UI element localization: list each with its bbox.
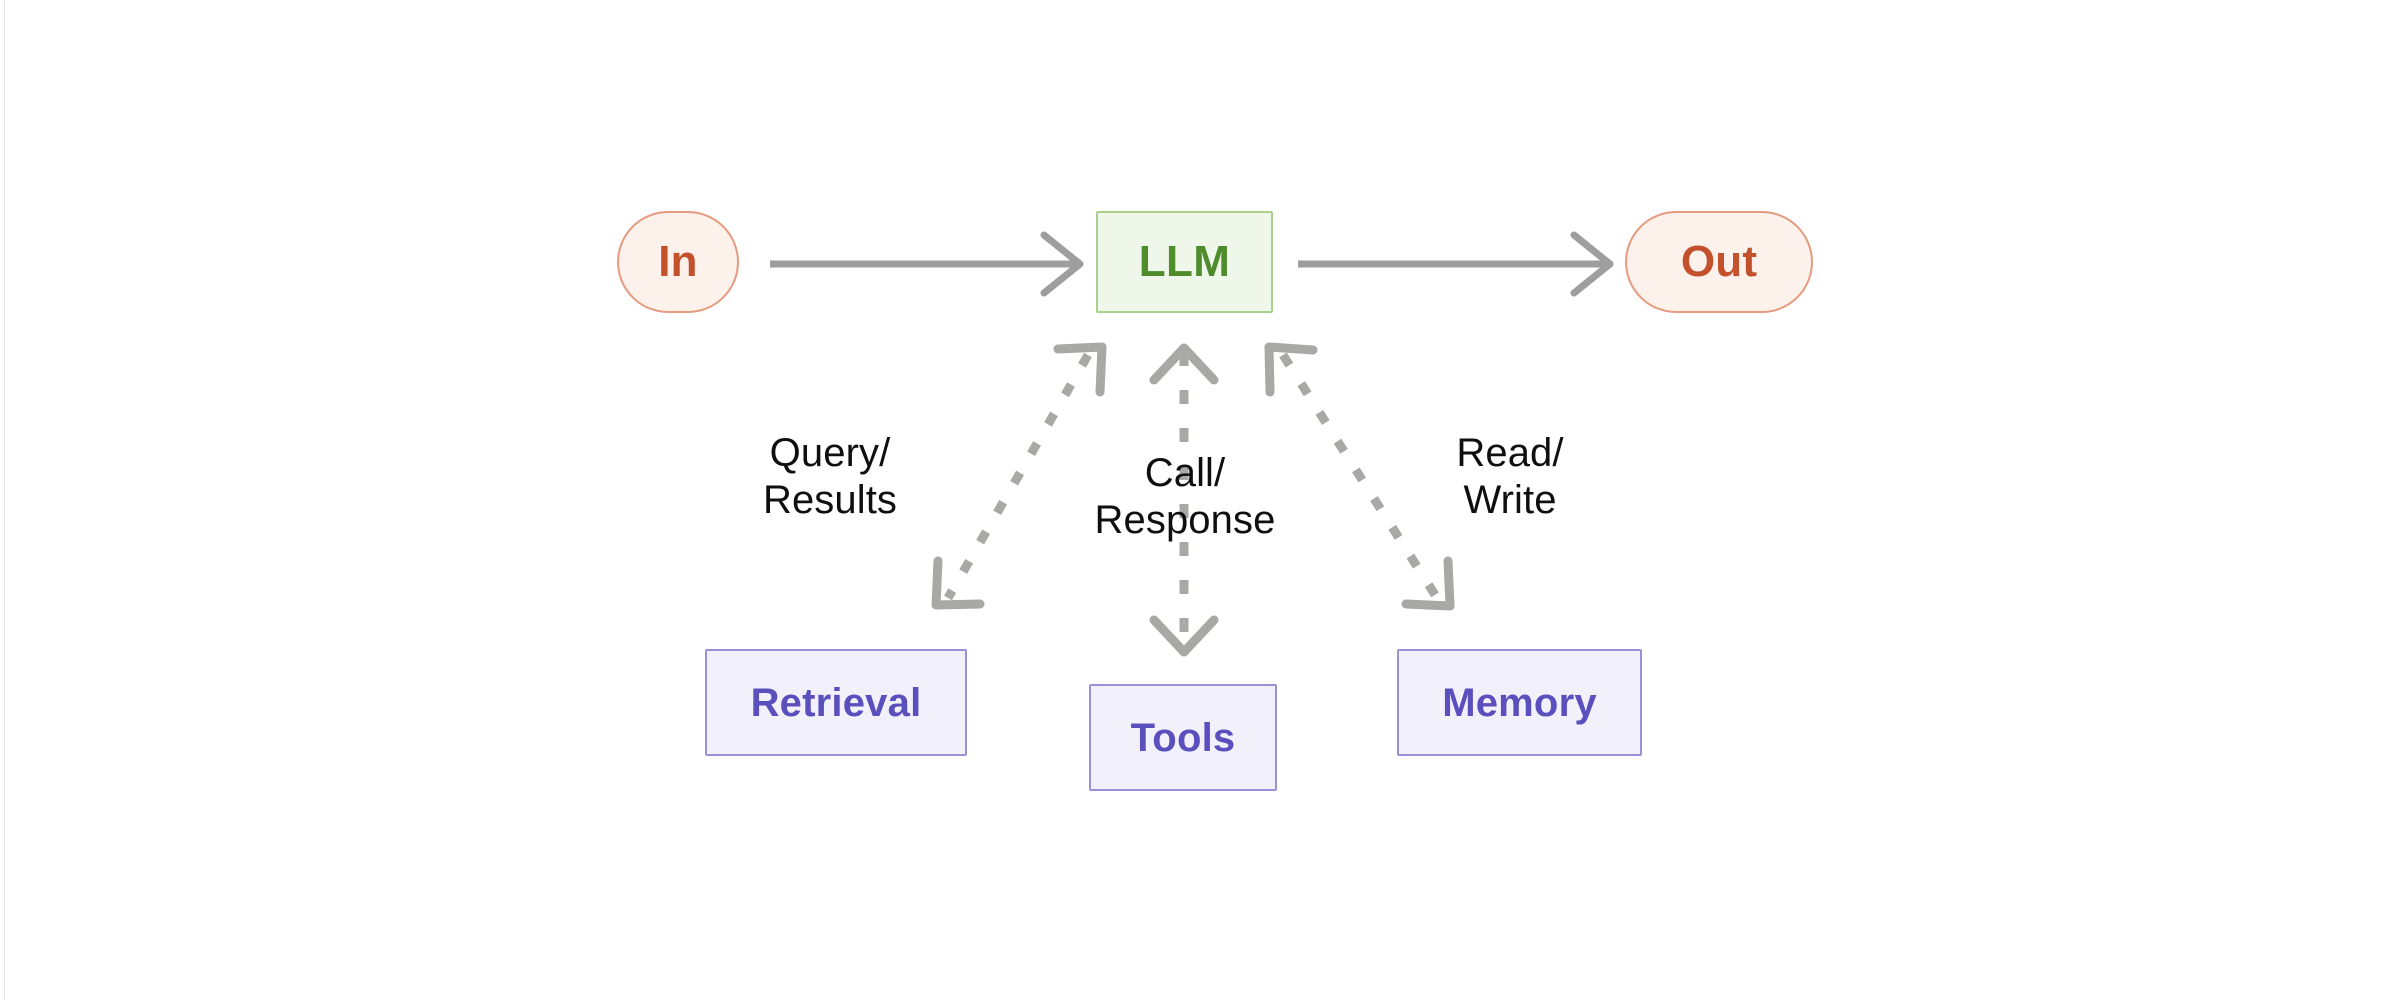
edge-llm-to-tools: [1149, 343, 1219, 657]
edge-llm-to-retrieval-arrowhead-top: [1053, 342, 1107, 397]
edge-llm-to-memory-line: [1279, 352, 1441, 601]
left-edge-rule: [4, 0, 5, 1000]
edge-llm-to-retrieval: [931, 342, 1107, 610]
edge-llm-to-tools-arrowhead-bottom: [1149, 615, 1219, 657]
node-tools-label: Tools: [1130, 715, 1236, 760]
node-llm[interactable]: LLM: [1096, 211, 1273, 313]
edge-label-read-write: Read/ Write: [1456, 431, 1564, 523]
edge-llm-to-retrieval-arrowhead-bottom: [931, 556, 985, 610]
node-llm-label: LLM: [1138, 236, 1231, 286]
node-retrieval-label: Retrieval: [750, 680, 922, 725]
node-in[interactable]: In: [617, 211, 739, 313]
edge-in-to-llm-arrowhead: [1040, 231, 1084, 297]
edge-in-to-llm: [770, 231, 1084, 297]
edge-label-query-results: Query/ Results: [762, 431, 898, 523]
node-retrieval[interactable]: Retrieval: [705, 649, 967, 756]
node-out[interactable]: Out: [1625, 211, 1813, 313]
node-tools[interactable]: Tools: [1089, 684, 1277, 791]
edge-llm-to-out-arrowhead: [1570, 231, 1614, 297]
edge-llm-to-memory: [1264, 342, 1455, 611]
edge-llm-to-retrieval-line: [944, 352, 1092, 601]
node-memory[interactable]: Memory: [1397, 649, 1642, 756]
edge-label-call-response: Call/ Response: [1094, 451, 1276, 543]
node-memory-label: Memory: [1442, 680, 1597, 725]
node-in-label: In: [658, 236, 698, 286]
node-out-label: Out: [1680, 236, 1758, 286]
edge-llm-to-memory-arrowhead-top: [1264, 342, 1318, 397]
edge-llm-to-tools-arrowhead-top: [1149, 343, 1219, 385]
edge-llm-to-out: [1298, 231, 1614, 297]
edge-llm-to-memory-arrowhead-bottom: [1401, 556, 1455, 611]
